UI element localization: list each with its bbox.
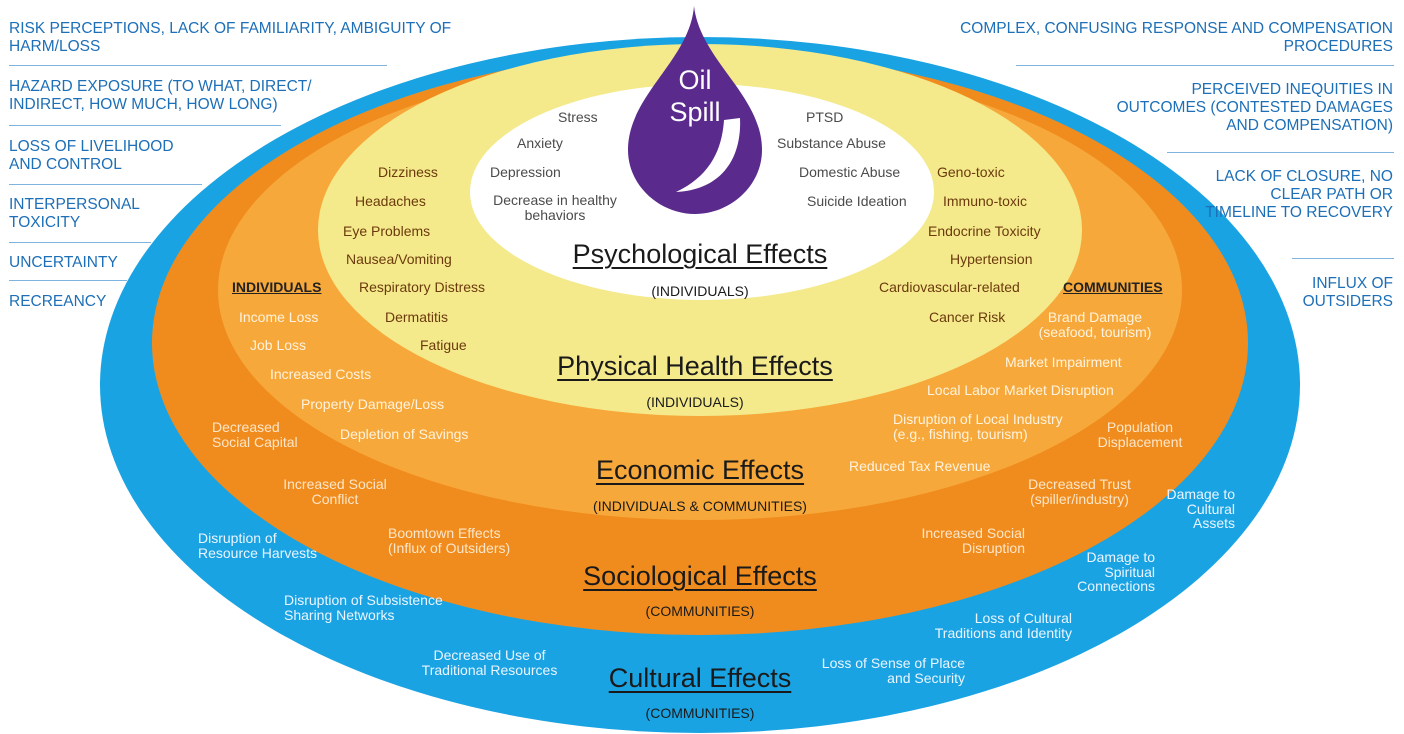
sociological-title: Sociological Effects bbox=[583, 561, 817, 591]
socio-trust: Decreased Trust (spiller/industry) bbox=[1028, 476, 1131, 507]
psych-stress: Stress bbox=[558, 109, 598, 125]
phys-headaches: Headaches bbox=[355, 193, 426, 209]
cultural-sub: (COMMUNITIES) bbox=[645, 705, 755, 721]
econ-property: Property Damage/Loss bbox=[301, 396, 445, 412]
divider bbox=[1016, 65, 1394, 66]
psych-suicide: Suicide Ideation bbox=[807, 193, 907, 209]
econ-job: Job Loss bbox=[250, 337, 307, 353]
drop-label-oil: Oil bbox=[678, 65, 712, 95]
phys-hypertension: Hypertension bbox=[950, 251, 1033, 267]
left-factor-toxicity: INTERPERSONAL TOXICITY bbox=[9, 196, 140, 231]
cult-assets: Damage to Cultural Assets bbox=[1166, 486, 1235, 532]
right-factor-influx: INFLUX OF OUTSIDERS bbox=[1302, 275, 1393, 310]
left-factor-livelihood: LOSS OF LIVELIHOOD AND CONTROL bbox=[9, 138, 174, 173]
left-factor-hazard: HAZARD EXPOSURE (TO WHAT, DIRECT/ INDIRE… bbox=[9, 78, 312, 113]
econ-brand: Brand Damage (seafood, tourism) bbox=[1038, 309, 1152, 340]
phys-eye: Eye Problems bbox=[343, 223, 431, 239]
socio-capital: Decreased Social Capital bbox=[212, 419, 298, 450]
phys-geno: Geno-toxic bbox=[937, 164, 1005, 180]
phys-respiratory: Respiratory Distress bbox=[359, 279, 486, 295]
cult-sharing: Disruption of Subsistence Sharing Networ… bbox=[284, 592, 443, 623]
phys-immuno: Immuno-toxic bbox=[943, 193, 1028, 209]
socio-population: Population Displacement bbox=[1097, 419, 1183, 450]
left-factor-uncertainty: UNCERTAINTY bbox=[9, 254, 118, 271]
divider bbox=[9, 184, 202, 185]
phys-cancer: Cancer Risk bbox=[929, 309, 1006, 325]
phys-fatigue: Fatigue bbox=[420, 337, 467, 353]
right-factor-inequities: PERCEIVED INEQUITIES IN OUTCOMES (CONTES… bbox=[1116, 81, 1393, 134]
psych-domestic: Domestic Abuse bbox=[799, 164, 901, 180]
cult-traditions: Loss of Cultural Traditions and Identity bbox=[934, 610, 1072, 641]
sociological-sub: (COMMUNITIES) bbox=[645, 603, 755, 619]
right-factor-closure: LACK OF CLOSURE, NO CLEAR PATH OR TIMELI… bbox=[1205, 168, 1393, 221]
socio-disruption: Increased Social Disruption bbox=[921, 525, 1025, 556]
phys-nausea: Nausea/Vomiting bbox=[346, 251, 452, 267]
divider bbox=[1167, 152, 1394, 153]
cult-harvests: Disruption of Resource Harvests bbox=[198, 530, 318, 561]
econ-labor: Local Labor Market Disruption bbox=[927, 382, 1114, 398]
economic-sub: (INDIVIDUALS & COMMUNITIES) bbox=[593, 498, 807, 514]
divider bbox=[9, 65, 387, 66]
phys-dizziness: Dizziness bbox=[378, 164, 438, 180]
econ-tax: Reduced Tax Revenue bbox=[849, 458, 991, 474]
psychological-sub: (INDIVIDUALS) bbox=[651, 283, 749, 299]
oil-drop-highlight bbox=[676, 118, 741, 192]
phys-cardio: Cardiovascular-related bbox=[879, 279, 1020, 295]
cult-traditional: Decreased Use of Traditional Resources bbox=[421, 647, 558, 678]
divider bbox=[9, 280, 127, 281]
cultural-title: Cultural Effects bbox=[608, 663, 792, 693]
physical-title: Physical Health Effects bbox=[557, 351, 833, 381]
economic-title: Economic Effects bbox=[595, 455, 805, 485]
socio-boomtown: Boomtown Effects (Influx of Outsiders) bbox=[388, 525, 511, 556]
psych-ptsd: PTSD bbox=[806, 109, 844, 125]
psych-substance: Substance Abuse bbox=[777, 135, 886, 151]
divider bbox=[9, 125, 281, 126]
drop-label-spill: Spill bbox=[669, 97, 721, 127]
right-factor-procedures: COMPLEX, CONFUSING RESPONSE AND COMPENSA… bbox=[960, 20, 1393, 55]
econ-savings: Depletion of Savings bbox=[340, 426, 469, 442]
left-factor-risk: RISK PERCEPTIONS, LACK OF FAMILIARITY, A… bbox=[9, 20, 452, 55]
physical-sub: (INDIVIDUALS) bbox=[646, 394, 744, 410]
divider bbox=[1292, 258, 1394, 259]
individuals-header: INDIVIDUALS bbox=[232, 279, 322, 295]
phys-dermatitis: Dermatitis bbox=[385, 309, 449, 325]
psych-decrease: Decrease in healthy behaviors bbox=[493, 192, 617, 223]
econ-costs: Increased Costs bbox=[270, 366, 372, 382]
left-factor-recreancy: RECREANCY bbox=[9, 293, 107, 310]
socio-conflict: Increased Social Conflict bbox=[283, 476, 387, 507]
econ-market: Market Impairment bbox=[1005, 354, 1122, 370]
psych-depression: Depression bbox=[490, 164, 561, 180]
econ-industry: Disruption of Local Industry (e.g., fish… bbox=[893, 411, 1063, 442]
communities-header: COMMUNITIES bbox=[1063, 279, 1163, 295]
phys-endocrine: Endocrine Toxicity bbox=[928, 223, 1041, 239]
cult-place: Loss of Sense of Place and Security bbox=[821, 655, 965, 686]
psych-anxiety: Anxiety bbox=[517, 135, 563, 151]
divider bbox=[9, 242, 151, 243]
psychological-title: Psychological Effects bbox=[572, 239, 828, 269]
cult-spiritual: Damage to Spiritual Connections bbox=[1077, 549, 1155, 595]
econ-income: Income Loss bbox=[239, 309, 319, 325]
